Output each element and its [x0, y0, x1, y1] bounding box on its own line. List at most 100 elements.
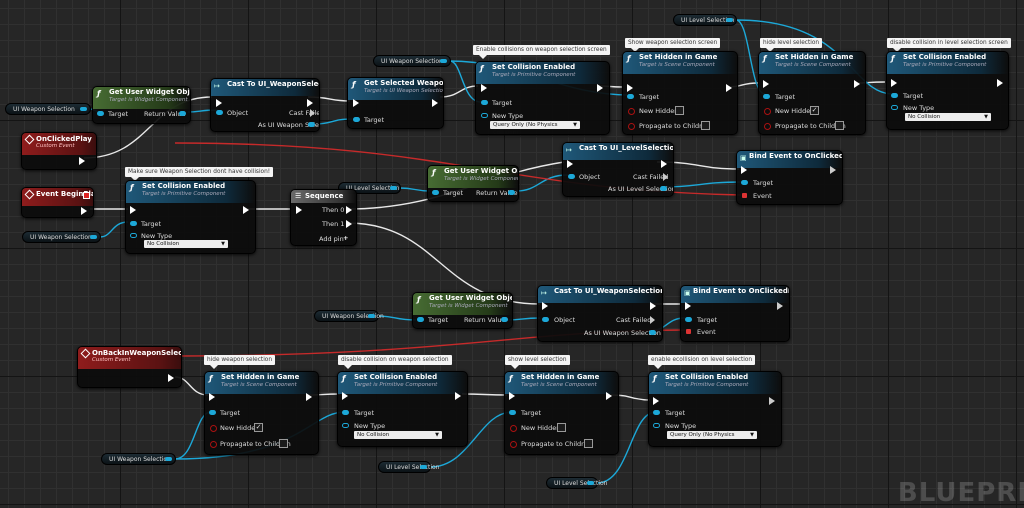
exec-out-pin[interactable]: [777, 302, 783, 310]
as-weapon-selection-pin[interactable]: [649, 330, 656, 335]
exec-out-pin[interactable]: [307, 99, 313, 107]
ui-weapon-selection-variable[interactable]: UI Weapon Selection: [314, 310, 384, 322]
ui-level-selection-variable[interactable]: UI Level Selection: [673, 14, 737, 26]
new-hidden-checkbox[interactable]: [675, 106, 684, 115]
comment-bubble[interactable]: enable ecollision on level selection: [648, 355, 756, 369]
new-type-pin[interactable]: [891, 105, 898, 110]
bind-event-on-clicked-back-node[interactable]: ▣Bind Event to OnClickedBack Target Even…: [680, 285, 790, 342]
target-pin[interactable]: [685, 317, 692, 322]
exec-in-pin[interactable]: [627, 84, 633, 92]
then-0-pin[interactable]: [346, 206, 352, 214]
ui-weapon-selection-variable[interactable]: UI Weapon Selection: [5, 103, 91, 115]
exec-in-pin[interactable]: [763, 80, 769, 88]
exec-out-pin[interactable]: [650, 302, 656, 310]
exec-in-pin[interactable]: [509, 392, 515, 400]
collision-type-dropdown[interactable]: Query Only (No Physics Collision)▼: [667, 431, 757, 446]
ui-weapon-selection-variable[interactable]: UI Weapon Selection: [22, 231, 101, 243]
cast-failed-pin[interactable]: [650, 316, 655, 324]
target-pin[interactable]: [353, 117, 360, 122]
cast-to-weapon-selection-node[interactable]: ↦Cast To UI_WeaponSelection Object Cast …: [537, 285, 663, 342]
exec-in-pin[interactable]: [891, 79, 897, 87]
output-pin[interactable]: [420, 465, 427, 469]
bool-pin[interactable]: [510, 425, 517, 432]
exec-in-pin[interactable]: [296, 206, 302, 214]
exec-out-pin[interactable]: [997, 79, 1003, 87]
ui-level-selection-variable[interactable]: UI Level Selection: [378, 461, 439, 473]
event-begin-play-node[interactable]: Event BeginPlay: [21, 187, 94, 218]
exec-in-pin[interactable]: [542, 302, 548, 310]
target-pin[interactable]: [209, 410, 216, 415]
exec-out-pin[interactable]: [306, 393, 312, 401]
new-type-pin[interactable]: [653, 423, 660, 428]
on-back-in-weapon-selection-event-node[interactable]: OnBackInWeaponSelectionCustom Event: [77, 346, 182, 388]
new-type-pin[interactable]: [342, 423, 349, 428]
output-pin[interactable]: [165, 457, 172, 461]
target-pin[interactable]: [97, 111, 104, 116]
new-type-pin[interactable]: [481, 113, 488, 118]
target-pin[interactable]: [509, 410, 516, 415]
target-pin[interactable]: [432, 190, 439, 195]
output-pin[interactable]: [440, 59, 447, 63]
cast-failed-pin[interactable]: [663, 173, 668, 181]
comment-bubble[interactable]: show level selection: [505, 355, 570, 369]
exec-out-pin[interactable]: [168, 374, 174, 382]
propagate-checkbox[interactable]: [701, 121, 710, 130]
add-pin-icon[interactable]: +: [343, 234, 349, 242]
exec-in-pin[interactable]: [353, 99, 359, 107]
output-pin[interactable]: [368, 314, 375, 318]
bind-event-on-clicked-play-node[interactable]: ▣Bind Event to OnClickedPlay Target Even…: [736, 150, 843, 205]
exec-out-pin[interactable]: [606, 392, 612, 400]
return-value-pin[interactable]: [501, 317, 508, 322]
event-pin[interactable]: [742, 193, 747, 198]
ui-weapon-selection-variable[interactable]: UI Weapon Selection: [101, 453, 176, 465]
target-pin[interactable]: [130, 221, 137, 226]
object-pin[interactable]: [216, 110, 223, 115]
exec-in-pin[interactable]: [342, 392, 348, 400]
bool-pin[interactable]: [628, 108, 635, 115]
exec-in-pin[interactable]: [653, 397, 659, 405]
add-pin-label[interactable]: Add pin: [319, 235, 344, 243]
object-pin[interactable]: [568, 174, 575, 179]
exec-out-pin[interactable]: [81, 207, 87, 215]
ui-weapon-selection-variable[interactable]: UI Weapon Selection: [373, 55, 451, 67]
exec-in-pin[interactable]: [481, 84, 487, 92]
sequence-node[interactable]: ☰Sequence Then 0 Then 1 Add pin +: [290, 189, 357, 246]
target-pin[interactable]: [741, 180, 748, 185]
new-hidden-checkbox[interactable]: [557, 423, 566, 432]
output-pin[interactable]: [726, 18, 733, 22]
propagate-checkbox[interactable]: [584, 439, 593, 448]
output-pin[interactable]: [587, 481, 594, 485]
output-pin[interactable]: [90, 235, 97, 239]
target-pin[interactable]: [763, 94, 770, 99]
exec-out-pin[interactable]: [432, 99, 438, 107]
exec-out-pin[interactable]: [661, 160, 667, 168]
comment-bubble[interactable]: hide weapon selection: [204, 355, 276, 369]
exec-out-pin[interactable]: [597, 84, 603, 92]
exec-in-pin[interactable]: [216, 99, 222, 107]
propagate-checkbox[interactable]: [279, 439, 288, 448]
bool-pin[interactable]: [510, 441, 517, 448]
collision-type-dropdown[interactable]: No Collision▼: [354, 431, 442, 439]
event-pin[interactable]: [686, 329, 691, 334]
delegate-pin[interactable]: [83, 192, 90, 199]
exec-out-pin[interactable]: [854, 80, 860, 88]
object-pin[interactable]: [542, 317, 549, 322]
cast-to-weapon-selection-node[interactable]: ↦Cast To UI_WeaponSelection Object Cast …: [210, 78, 320, 132]
bool-pin[interactable]: [210, 425, 217, 432]
exec-in-pin[interactable]: [685, 302, 691, 310]
output-pin[interactable]: [80, 107, 87, 111]
target-pin[interactable]: [653, 410, 660, 415]
exec-in-pin[interactable]: [209, 393, 215, 401]
cast-failed-pin[interactable]: [310, 109, 315, 117]
